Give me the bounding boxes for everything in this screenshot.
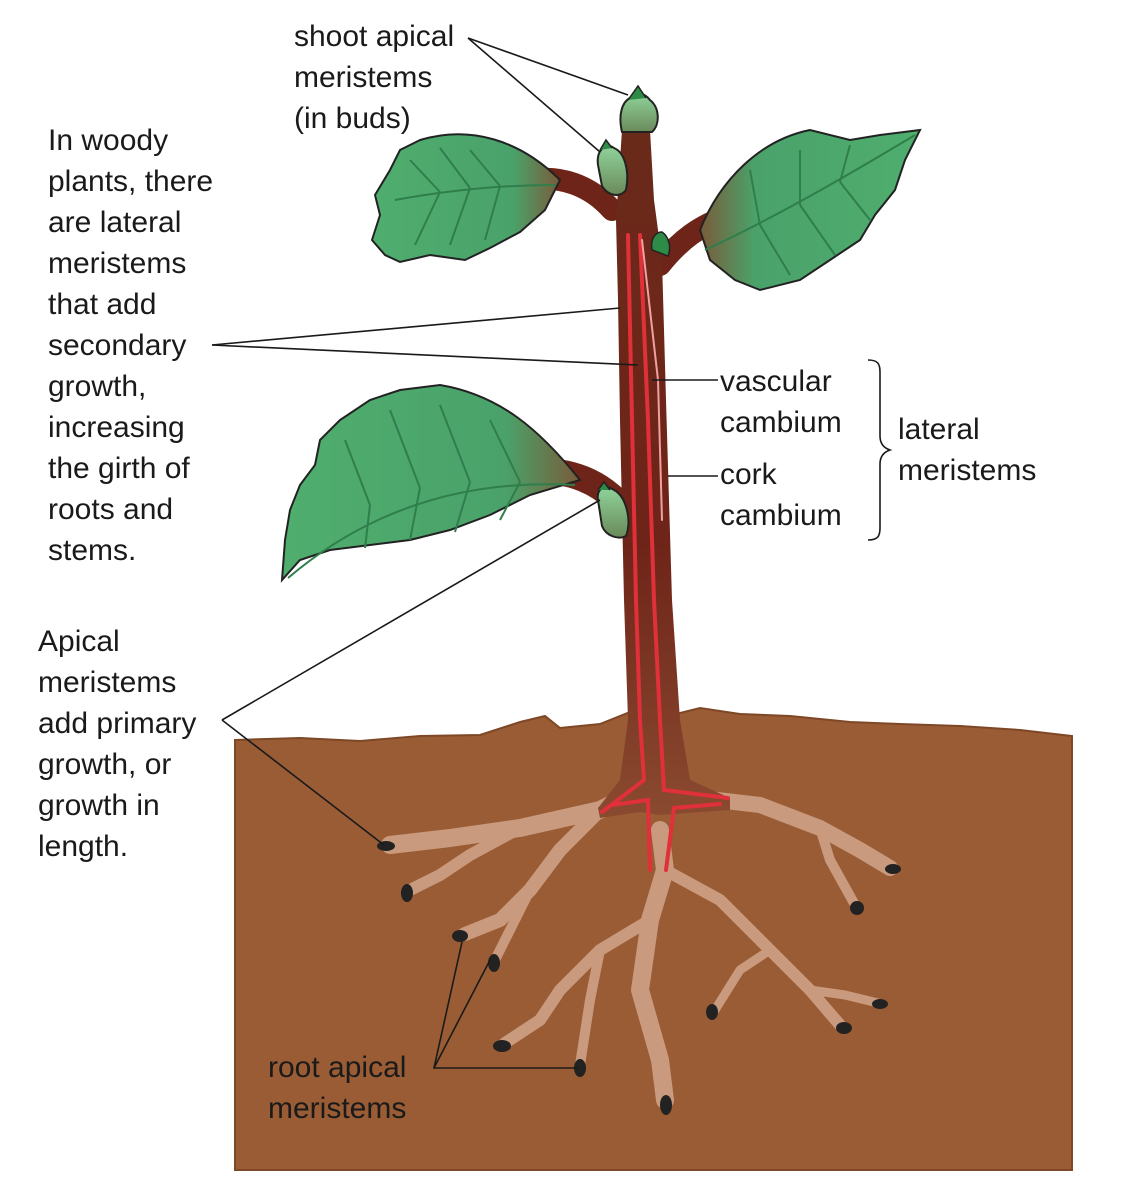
text-line: growth in [38,789,160,822]
text-line: cambium [720,499,842,532]
leaf-upper-left [370,133,562,264]
woody-plants-note: In woody plants, there are lateral meris… [48,120,213,571]
text-line: cambium [720,406,842,439]
text-line: growth, [48,370,147,403]
text-line: (in buds) [294,102,411,135]
bud-axillary-right [650,231,671,257]
text-line: secondary [48,329,187,362]
text-line: root apical [268,1051,407,1084]
bud-axillary-upper [596,138,629,196]
bud-apical-top [619,84,659,133]
text-line: cork [720,458,777,491]
text-line: roots and [48,493,174,526]
leaf-upper-right [698,128,922,292]
text-line: that add [48,288,157,321]
shoot-apical-meristems-label: shoot apical meristems (in buds) [294,16,454,139]
root-system [381,781,898,1109]
text-line: meristems [268,1092,407,1125]
text-line: the girth of [48,452,190,485]
text-line: add primary [38,707,197,740]
text-line: vascular [720,365,832,398]
text-line: lateral [898,413,980,446]
cork-cambium-label: cork cambium [720,454,842,536]
text-line: plants, there [48,165,214,198]
cambium-lines [600,233,730,872]
leader-lines [211,37,893,1069]
vascular-cambium-label: vascular cambium [720,361,842,443]
text-line: meristems [48,247,187,280]
text-line: meristems [898,454,1037,487]
text-line: are lateral [48,206,182,239]
leaf-lower-left [280,383,582,583]
root-apical-meristems-label: root apical meristems [268,1047,406,1129]
text-line: increasing [48,411,185,444]
text-line: shoot apical [294,20,455,53]
text-line: stems. [48,534,137,567]
text-line: Apical [38,625,120,658]
text-line: In woody [48,124,169,157]
text-line: meristems [38,666,177,699]
text-line: growth, or [38,748,172,781]
apical-meristems-note: Apical meristems add primary growth, or … [38,621,196,867]
root-apical-meristem-tips [377,841,901,1115]
bud-axillary-lower [596,480,630,539]
lateral-meristems-label: lateral meristems [898,409,1036,491]
text-line: meristems [294,61,433,94]
text-line: length. [38,830,129,863]
